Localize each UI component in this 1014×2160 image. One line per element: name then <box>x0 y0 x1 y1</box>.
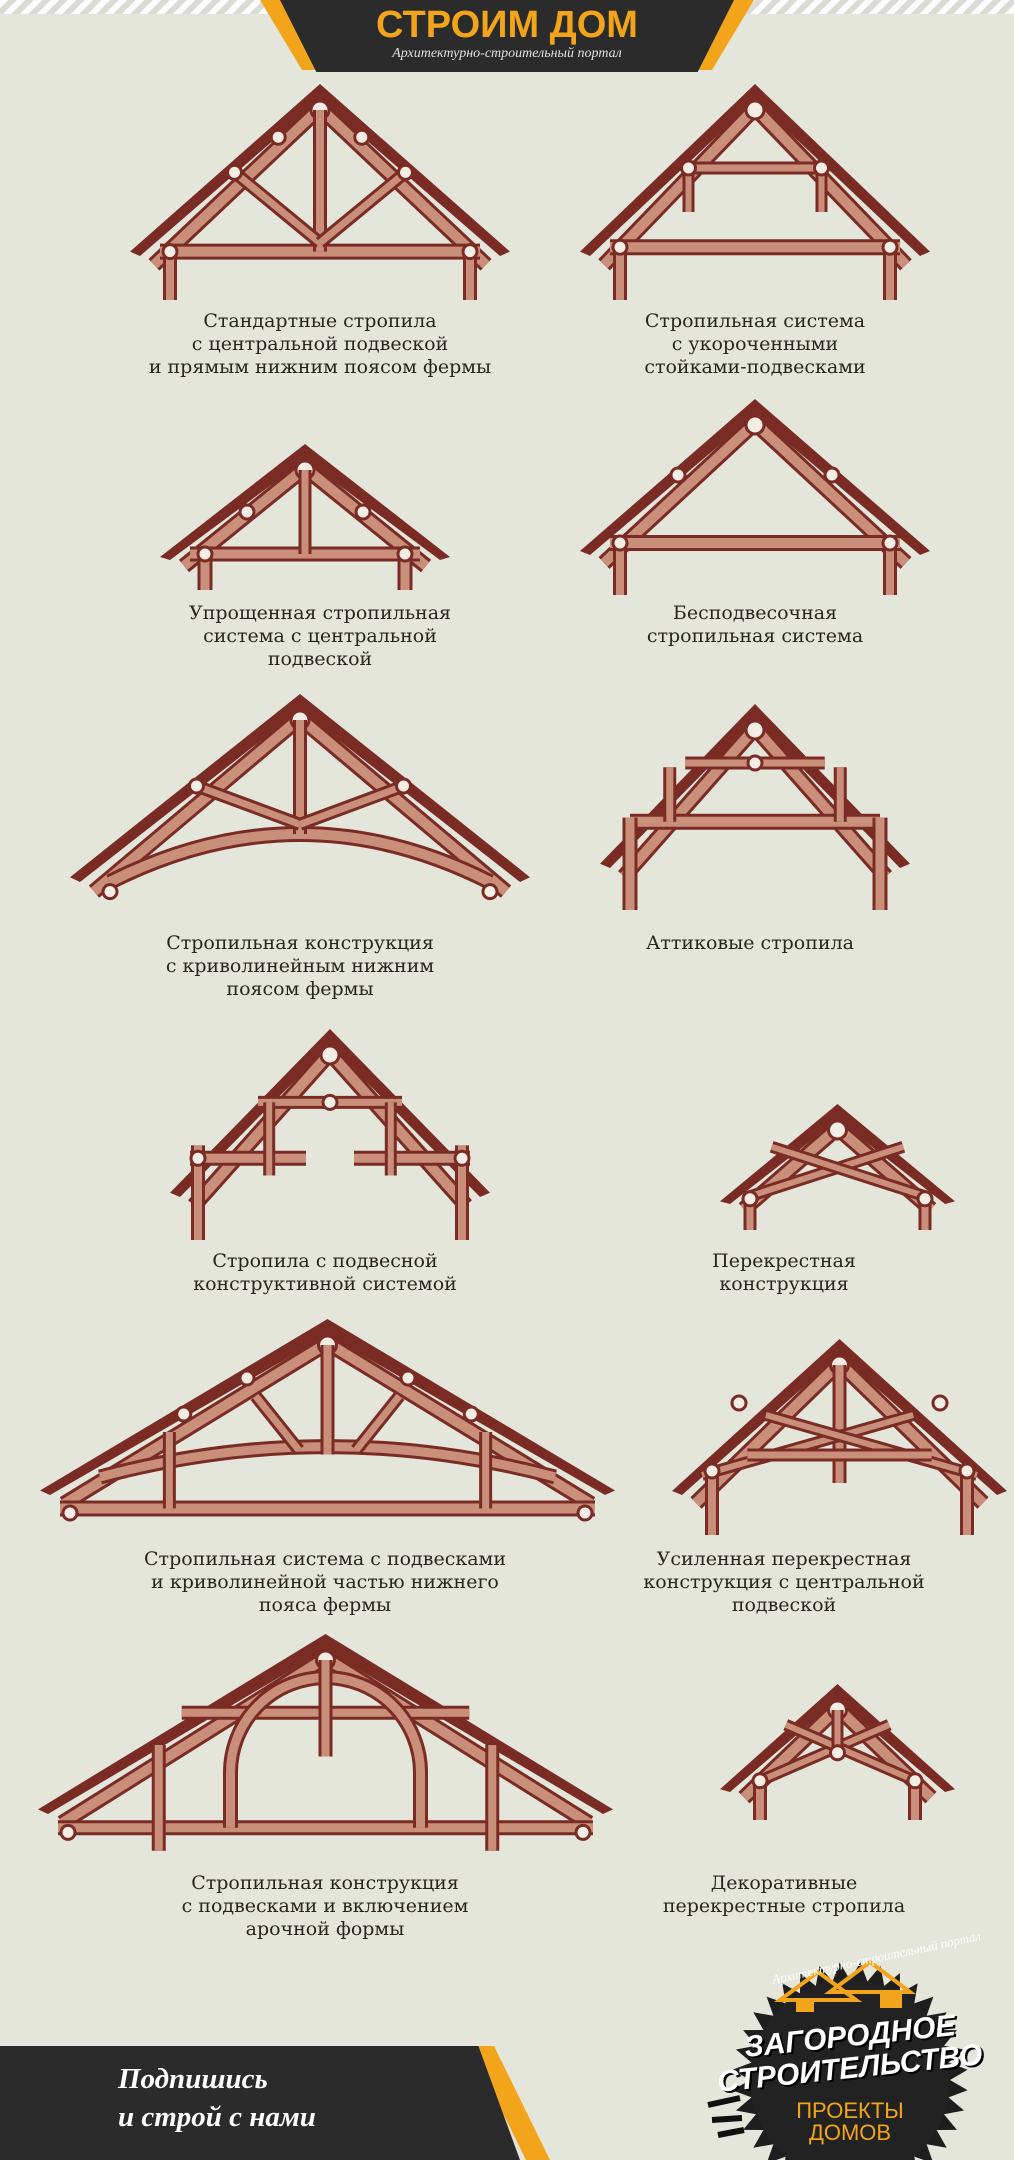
truss-diagram-attic <box>600 700 910 910</box>
truss-diagram-decorative-cross <box>720 1680 955 1820</box>
truss-drawing-decorative-cross <box>720 1684 955 1820</box>
caption-line: арочной формы <box>245 1918 405 1940</box>
footer-subscribe-text[interactable]: Подпишись и строй с нами <box>118 2060 316 2136</box>
truss-drawing-short-posts <box>580 84 930 300</box>
caption-line: Усиленная перекрестная <box>656 1548 912 1570</box>
truss-diagram-short-posts <box>580 80 930 300</box>
truss-diagram-reinforced-cross <box>672 1335 1007 1535</box>
caption-line: поясом фермы <box>226 978 374 1000</box>
caption-line: стропильная система <box>646 625 864 647</box>
badge-sub-line-1: ПРОЕКТЫ <box>796 2098 904 2123</box>
caption-line: Стропильная система <box>644 310 866 332</box>
caption-line: с криволинейным нижним <box>165 955 435 977</box>
caption-line: подвеской <box>731 1594 837 1616</box>
caption-line: Бесподвесочная <box>672 602 838 624</box>
truss-drawing-hangers-curved <box>40 1319 615 1522</box>
truss-diagram-simple-central <box>160 440 450 590</box>
caption-line: конструкция с центральной <box>643 1571 925 1593</box>
truss-diagram-curved-chord <box>70 690 530 930</box>
caption-line: Стропильная система с подвесками <box>144 1548 506 1570</box>
caption-line: стойками-подвесками <box>644 356 866 378</box>
truss-diagram-cross <box>720 1100 955 1230</box>
truss-caption-attic: Аттиковые стропила <box>520 932 980 955</box>
caption-line: Стропила с подвесной <box>212 1250 438 1272</box>
caption-line: Стандартные стропила <box>203 310 437 332</box>
truss-drawing-curved-chord <box>70 694 530 901</box>
caption-line: Перекрестная <box>712 1250 856 1272</box>
truss-drawing-hanging-system <box>170 1029 490 1240</box>
caption-line: с подвесками и включением <box>181 1895 469 1917</box>
footer-line-1: Подпишись <box>118 2063 268 2095</box>
caption-line: подвеской <box>267 648 373 670</box>
truss-drawing-standard <box>130 84 510 300</box>
truss-diagram-hangers-curved <box>40 1315 615 1540</box>
caption-line: конструкция <box>719 1273 849 1295</box>
caption-line: перекрестные стропила <box>662 1895 906 1917</box>
brand-badge[interactable]: Архитектурно-строительный портал ЗАГОРОД… <box>700 1928 1000 2160</box>
caption-line: и криволинейной частью нижнего <box>151 1571 499 1593</box>
footer-bar <box>0 2046 520 2160</box>
truss-drawing-cross <box>720 1104 955 1230</box>
truss-drawing-no-hanger <box>580 399 930 595</box>
caption-line: Стропильная конструкция <box>191 1872 459 1894</box>
saw-blade-icon <box>707 1959 968 2160</box>
caption-line: система с центральной <box>203 625 437 647</box>
badge-sub-line-2: ДОМОВ <box>808 2120 892 2145</box>
site-subtitle: Архитектурно-строительный портал <box>392 46 622 61</box>
truss-drawing-attic <box>600 704 910 910</box>
caption-line: с центральной подвеской <box>191 333 449 355</box>
caption-line: Стропильная конструкция <box>166 932 434 954</box>
truss-diagram-hanging-system <box>170 1025 490 1240</box>
truss-diagram-no-hanger <box>580 395 930 595</box>
caption-line: Упрощенная стропильная <box>188 602 452 624</box>
truss-drawing-reinforced-cross <box>672 1339 1007 1535</box>
footer-line-2: и строй с нами <box>118 2101 316 2133</box>
truss-drawing-simple-central <box>160 444 450 590</box>
caption-line: Декоративные <box>710 1872 858 1894</box>
truss-drawing-arch <box>38 1634 613 1851</box>
site-title: СТРОИМ ДОМ <box>376 4 638 46</box>
caption-line: пояса фермы <box>258 1594 392 1616</box>
caption-line: конструктивной системой <box>193 1273 457 1295</box>
caption-line: и прямым нижним поясом фермы <box>148 356 492 378</box>
truss-diagram-arch <box>38 1630 613 1860</box>
header-banner <box>280 0 734 72</box>
caption-line: Аттиковые стропила <box>646 932 854 954</box>
caption-line: с укороченными <box>671 333 839 355</box>
truss-diagram-standard <box>130 80 510 300</box>
